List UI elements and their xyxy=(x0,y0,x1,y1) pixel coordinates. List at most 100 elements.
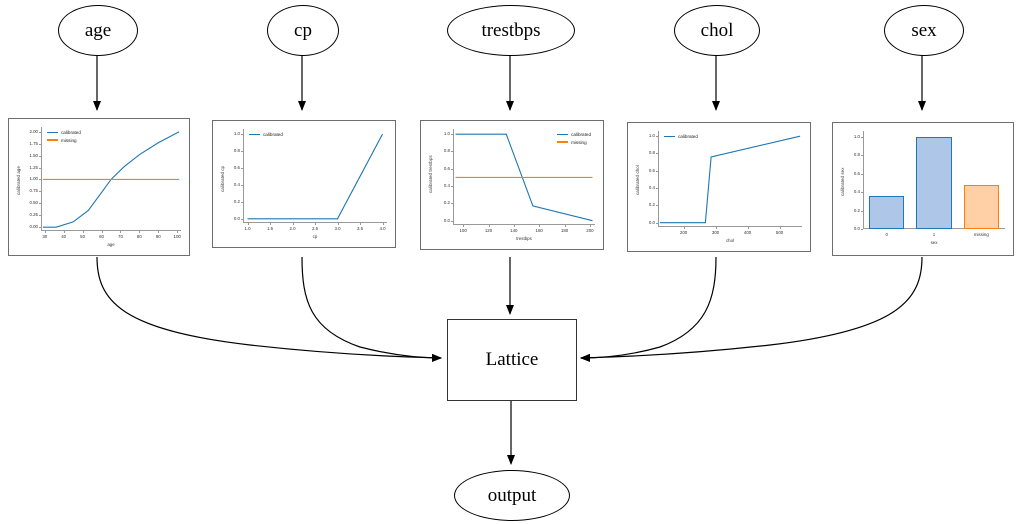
ytickmark-trestbps-4 xyxy=(451,151,453,153)
ytick-age-7: 1.75 xyxy=(29,140,38,146)
xtick-cp-0: 1.0 xyxy=(244,225,251,231)
legend-item-calibrated: calibrated xyxy=(664,134,698,139)
ytickmark-cp-4 xyxy=(241,151,243,152)
series-cp-calibrated xyxy=(247,133,383,220)
ytickmark-chol-3 xyxy=(656,170,658,172)
ytick-age-2: 0.50 xyxy=(29,200,38,206)
ytickmark-cp-3 xyxy=(241,167,243,169)
node-lattice[interactable]: Lattice xyxy=(447,319,577,401)
series-trestbps-calibrated xyxy=(455,133,593,222)
ytickmark-trestbps-2 xyxy=(451,186,453,187)
ytickmark-cp-1 xyxy=(241,201,243,203)
legend-chol: calibrated xyxy=(664,134,698,142)
ytickmark-cp-5 xyxy=(241,134,243,135)
xtick-cp-4: 3.0 xyxy=(334,225,341,231)
ytickmark-cp-2 xyxy=(241,184,243,186)
xtickmark-trestbps-1 xyxy=(488,225,490,227)
node-age[interactable]: age xyxy=(58,5,138,56)
ytick-sex-2: 0.4 xyxy=(853,189,860,195)
series-layer-cp xyxy=(247,133,383,220)
xtick-sex-1: 1 xyxy=(932,231,936,237)
xtickmark-trestbps-0 xyxy=(463,225,464,227)
ytickmark-age-0 xyxy=(39,227,41,228)
node-lattice-label: Lattice xyxy=(485,349,539,370)
bar-sex-1 xyxy=(916,136,952,229)
xtick-cp-6: 4.0 xyxy=(379,225,386,231)
xtick-age-0: 30 xyxy=(42,233,48,239)
ytickmark-age-4 xyxy=(39,179,41,181)
ytick-trestbps-0: 0.0 xyxy=(443,217,450,223)
xtickmark-chol-2 xyxy=(747,227,749,229)
xtickmark-age-5 xyxy=(139,231,140,233)
xlabel-age: age xyxy=(107,242,115,247)
ytick-age-8: 2.00 xyxy=(29,128,38,134)
node-sex[interactable]: sex xyxy=(884,5,964,56)
ytickmark-age-2 xyxy=(39,203,41,204)
xtick-age-4: 70 xyxy=(118,233,123,239)
legend-label-missing: missing xyxy=(571,139,587,145)
node-chol-label: chol xyxy=(700,19,734,41)
xtickmark-cp-4 xyxy=(337,223,339,225)
xtick-cp-2: 2.0 xyxy=(289,225,296,231)
ytick-cp-4: 0.8 xyxy=(233,148,240,154)
plot-area-trestbps xyxy=(453,129,595,225)
ytick-cp-2: 0.4 xyxy=(233,181,240,187)
xtick-age-1: 40 xyxy=(61,233,67,239)
ytickmark-sex-5 xyxy=(861,136,863,138)
node-chol[interactable]: chol xyxy=(674,5,760,56)
xtickmark-trestbps-3 xyxy=(539,225,540,227)
xtickmark-age-7 xyxy=(177,231,178,233)
edge-cp-to-lattice xyxy=(301,256,442,362)
xtickmark-trestbps-2 xyxy=(513,225,515,227)
xtick-trestbps-3: 160 xyxy=(535,227,543,233)
ytick-age-5: 1.25 xyxy=(29,164,38,170)
xtickmark-chol-0 xyxy=(683,227,685,229)
legend-cp: calibrated xyxy=(249,132,283,140)
ytick-trestbps-3: 0.6 xyxy=(443,165,450,171)
ytick-sex-1: 0.2 xyxy=(853,207,860,213)
ytick-age-0: 0.00 xyxy=(29,224,38,230)
ytick-cp-3: 0.6 xyxy=(233,164,240,170)
node-output[interactable]: output xyxy=(454,470,570,521)
ytickmark-chol-4 xyxy=(656,153,658,155)
ytick-cp-1: 0.2 xyxy=(233,198,240,204)
xlabel-sex: sex xyxy=(930,240,938,245)
ytickmark-age-3 xyxy=(39,191,41,192)
xtickmark-trestbps-5 xyxy=(589,225,591,227)
node-trestbps[interactable]: trestbps xyxy=(447,5,575,56)
ytick-age-3: 0.75 xyxy=(29,188,38,194)
node-output-label: output xyxy=(487,484,537,506)
legend-item-calibrated: calibrated xyxy=(47,130,81,135)
ytickmark-age-8 xyxy=(39,131,41,133)
series-layer-chol xyxy=(659,135,801,224)
node-sex-label: sex xyxy=(911,19,937,41)
ytickmark-age-1 xyxy=(39,215,41,216)
ytickmark-chol-0 xyxy=(656,222,658,224)
ytick-age-1: 0.25 xyxy=(29,212,38,218)
node-age-label: age xyxy=(84,19,112,41)
ytickmark-sex-3 xyxy=(861,173,863,175)
xtick-age-5: 80 xyxy=(136,233,142,239)
ytick-trestbps-5: 1.0 xyxy=(443,131,450,137)
node-trestbps-label: trestbps xyxy=(481,19,541,41)
node-cp[interactable]: cp xyxy=(267,5,339,56)
ylabel-sex: calibrated sex xyxy=(840,167,845,197)
xtick-trestbps-5: 200 xyxy=(586,227,594,233)
legend-item-missing: missing xyxy=(557,140,591,145)
ytick-chol-4: 0.8 xyxy=(648,150,655,156)
ytickmark-trestbps-5 xyxy=(451,134,453,135)
xtick-chol-2: 400 xyxy=(743,229,752,235)
ytick-sex-4: 0.8 xyxy=(853,152,860,158)
xtick-sex-0: 0 xyxy=(885,231,888,237)
ytick-chol-1: 0.2 xyxy=(648,202,655,208)
xtickmark-cp-2 xyxy=(292,223,294,225)
ytick-cp-5: 1.0 xyxy=(233,131,240,137)
xtickmark-cp-0 xyxy=(247,223,249,225)
ytickmark-age-7 xyxy=(39,143,41,145)
xtick-cp-3: 2.5 xyxy=(311,225,319,231)
